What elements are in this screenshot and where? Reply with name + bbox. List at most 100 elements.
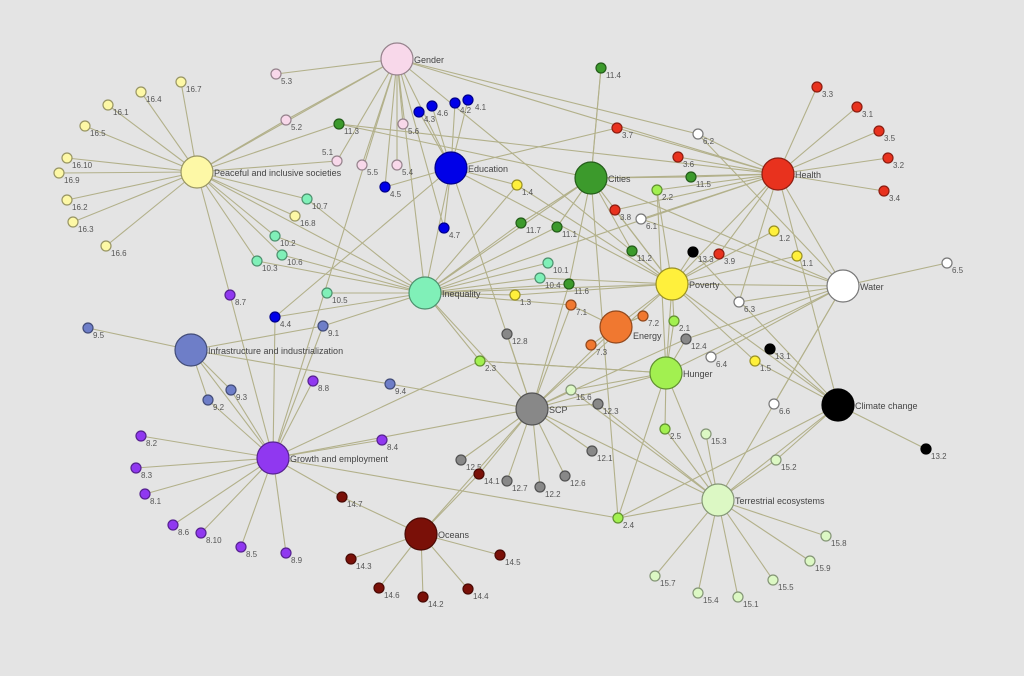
target-node-1-1[interactable] — [791, 250, 803, 262]
target-node-3-1[interactable] — [851, 101, 863, 113]
target-node-15-5[interactable] — [767, 574, 779, 586]
hub-node-hunger[interactable] — [649, 356, 683, 390]
target-node-5-1[interactable] — [331, 155, 343, 167]
target-node-2-4[interactable] — [612, 512, 624, 524]
target-node-6-2[interactable] — [692, 128, 704, 140]
target-node-10-4[interactable] — [534, 272, 546, 284]
target-node-12-6[interactable] — [559, 470, 571, 482]
target-node-15-9[interactable] — [804, 555, 816, 567]
target-node-13-2[interactable] — [920, 443, 932, 455]
hub-node-water[interactable] — [826, 269, 860, 303]
target-node-1-5[interactable] — [749, 355, 761, 367]
hub-node-scp[interactable] — [515, 392, 549, 426]
target-node-10-1[interactable] — [542, 257, 554, 269]
hub-node-poverty[interactable] — [655, 267, 689, 301]
target-node-3-7[interactable] — [611, 122, 623, 134]
target-node-8-6[interactable] — [167, 519, 179, 531]
target-node-2-1[interactable] — [668, 315, 680, 327]
target-node-2-2[interactable] — [651, 184, 663, 196]
target-node-14-5[interactable] — [494, 549, 506, 561]
hub-node-education[interactable] — [434, 151, 468, 185]
target-node-4-7[interactable] — [438, 222, 450, 234]
target-node-12-1[interactable] — [586, 445, 598, 457]
target-node-16-1[interactable] — [102, 99, 114, 111]
hub-node-inequality[interactable] — [408, 276, 442, 310]
target-node-1-2[interactable] — [768, 225, 780, 237]
target-node-9-5[interactable] — [82, 322, 94, 334]
target-node-8-7[interactable] — [224, 289, 236, 301]
target-node-9-1[interactable] — [317, 320, 329, 332]
target-node-6-5[interactable] — [941, 257, 953, 269]
target-node-14-1[interactable] — [473, 468, 485, 480]
target-node-15-2[interactable] — [770, 454, 782, 466]
target-node-12-4[interactable] — [680, 333, 692, 345]
target-node-15-6[interactable] — [565, 384, 577, 396]
target-node-3-6[interactable] — [672, 151, 684, 163]
target-node-10-3[interactable] — [251, 255, 263, 267]
target-node-11-3[interactable] — [333, 118, 345, 130]
target-node-11-6[interactable] — [563, 278, 575, 290]
target-node-8-3[interactable] — [130, 462, 142, 474]
target-node-6-1[interactable] — [635, 213, 647, 225]
target-node-11-1[interactable] — [551, 221, 563, 233]
target-node-11-7[interactable] — [515, 217, 527, 229]
target-node-2-3[interactable] — [474, 355, 486, 367]
target-node-16-10[interactable] — [61, 152, 73, 164]
target-node-8-8[interactable] — [307, 375, 319, 387]
target-node-6-4[interactable] — [705, 351, 717, 363]
target-node-5-5[interactable] — [356, 159, 368, 171]
target-node-6-3[interactable] — [733, 296, 745, 308]
target-node-8-4[interactable] — [376, 434, 388, 446]
target-node-12-5[interactable] — [455, 454, 467, 466]
hub-node-health[interactable] — [761, 157, 795, 191]
target-node-14-2[interactable] — [417, 591, 429, 603]
target-node-10-2[interactable] — [269, 230, 281, 242]
target-node-2-5[interactable] — [659, 423, 671, 435]
hub-node-oceans[interactable] — [404, 517, 438, 551]
target-node-16-2[interactable] — [61, 194, 73, 206]
target-node-7-1[interactable] — [565, 299, 577, 311]
target-node-14-6[interactable] — [373, 582, 385, 594]
target-node-11-4[interactable] — [595, 62, 607, 74]
target-node-14-7[interactable] — [336, 491, 348, 503]
target-node-13-1[interactable] — [764, 343, 776, 355]
target-node-14-3[interactable] — [345, 553, 357, 565]
target-node-3-8[interactable] — [609, 204, 621, 216]
target-node-9-2[interactable] — [202, 394, 214, 406]
target-node-16-4[interactable] — [135, 86, 147, 98]
target-node-9-3[interactable] — [225, 384, 237, 396]
target-node-5-3[interactable] — [270, 68, 282, 80]
target-node-10-5[interactable] — [321, 287, 333, 299]
target-node-7-3[interactable] — [585, 339, 597, 351]
target-node-3-3[interactable] — [811, 81, 823, 93]
target-node-3-9[interactable] — [713, 248, 725, 260]
target-node-9-4[interactable] — [384, 378, 396, 390]
target-node-12-2[interactable] — [534, 481, 546, 493]
hub-node-gender[interactable] — [380, 42, 414, 76]
target-node-8-9[interactable] — [280, 547, 292, 559]
hub-node-infrastructure-and-industrialization[interactable] — [174, 333, 208, 367]
target-node-15-8[interactable] — [820, 530, 832, 542]
target-node-11-2[interactable] — [626, 245, 638, 257]
target-node-4-6[interactable] — [426, 100, 438, 112]
target-node-16-7[interactable] — [175, 76, 187, 88]
target-node-4-4[interactable] — [269, 311, 281, 323]
target-node-14-4[interactable] — [462, 583, 474, 595]
hub-node-terrestrial-ecosystems[interactable] — [701, 483, 735, 517]
target-node-8-10[interactable] — [195, 527, 207, 539]
target-node-8-2[interactable] — [135, 430, 147, 442]
target-node-10-6[interactable] — [276, 249, 288, 261]
hub-node-growth-and-employment[interactable] — [256, 441, 290, 475]
hub-node-climate-change[interactable] — [821, 388, 855, 422]
hub-node-peaceful-and-inclusive-societies[interactable] — [180, 155, 214, 189]
target-node-16-5[interactable] — [79, 120, 91, 132]
target-node-8-1[interactable] — [139, 488, 151, 500]
target-node-1-4[interactable] — [511, 179, 523, 191]
target-node-15-7[interactable] — [649, 570, 661, 582]
target-node-15-1[interactable] — [732, 591, 744, 603]
target-node-12-7[interactable] — [501, 475, 513, 487]
target-node-5-4[interactable] — [391, 159, 403, 171]
target-node-3-4[interactable] — [878, 185, 890, 197]
hub-node-cities[interactable] — [574, 161, 608, 195]
target-node-12-3[interactable] — [592, 398, 604, 410]
